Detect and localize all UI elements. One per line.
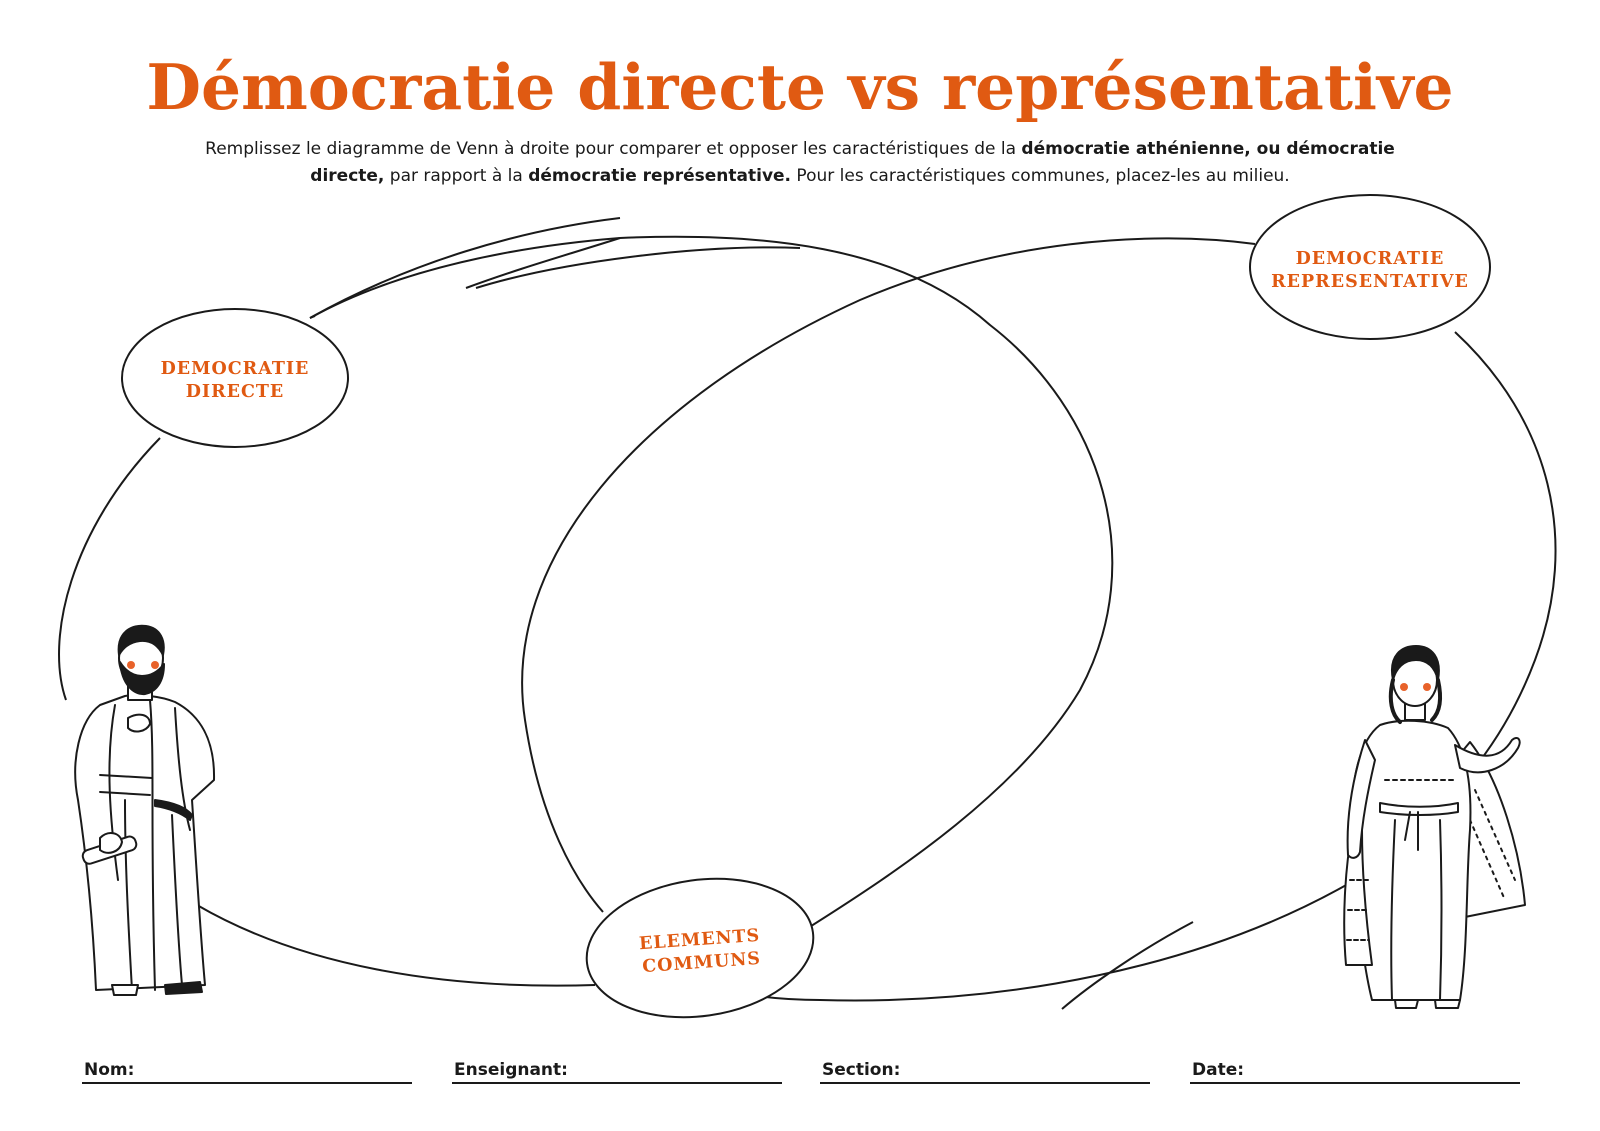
name-label: Nom: [84,1060,135,1080]
label-representative-line2: REPRESENTATIVE [1271,272,1469,292]
label-bubble-representative: DEMOCRATIE REPRESENTATIVE [1249,194,1491,340]
label-bubble-direct: DEMOCRATIE DIRECTE [121,308,349,448]
intro-part-2: par rapport à la [384,166,529,186]
left-venn-circle[interactable] [58,218,1114,987]
label-representative-line1: DEMOCRATIE [1296,249,1445,269]
section-field[interactable]: Section: [820,1048,1150,1084]
name-field[interactable]: Nom: [82,1048,412,1084]
label-direct-line1: DEMOCRATIE [161,359,310,379]
label-direct-line2: DIRECTE [186,382,285,402]
left-circle-top-stroke [309,217,621,319]
intro-bold-1: démocratie athénienne, ou démocratie dir… [310,139,1395,186]
section-label: Section: [822,1060,901,1080]
intro-part-1: Remplissez le diagramme de Venn à droite… [205,139,1022,159]
label-bubble-common: ELEMENTS COMMUNS [585,877,815,1019]
date-label: Date: [1192,1060,1245,1080]
left-circle-inner-stroke [475,246,801,289]
greek-woman-illustration [1343,645,1526,1009]
teacher-label: Enseignant: [454,1060,568,1080]
intro-part-3: Pour les caractéristiques communes, plac… [791,166,1290,186]
teacher-field[interactable]: Enseignant: [452,1048,782,1084]
right-circle-bottom-stroke [1061,921,1194,1010]
intro-bold-2: démocratie représentative. [528,166,792,186]
instructions-text: Remplissez le diagramme de Venn à droite… [200,136,1400,190]
date-field[interactable]: Date: [1190,1048,1520,1084]
greek-man-illustration [74,624,216,996]
page-title: Démocratie directe vs représentative [146,50,1454,124]
